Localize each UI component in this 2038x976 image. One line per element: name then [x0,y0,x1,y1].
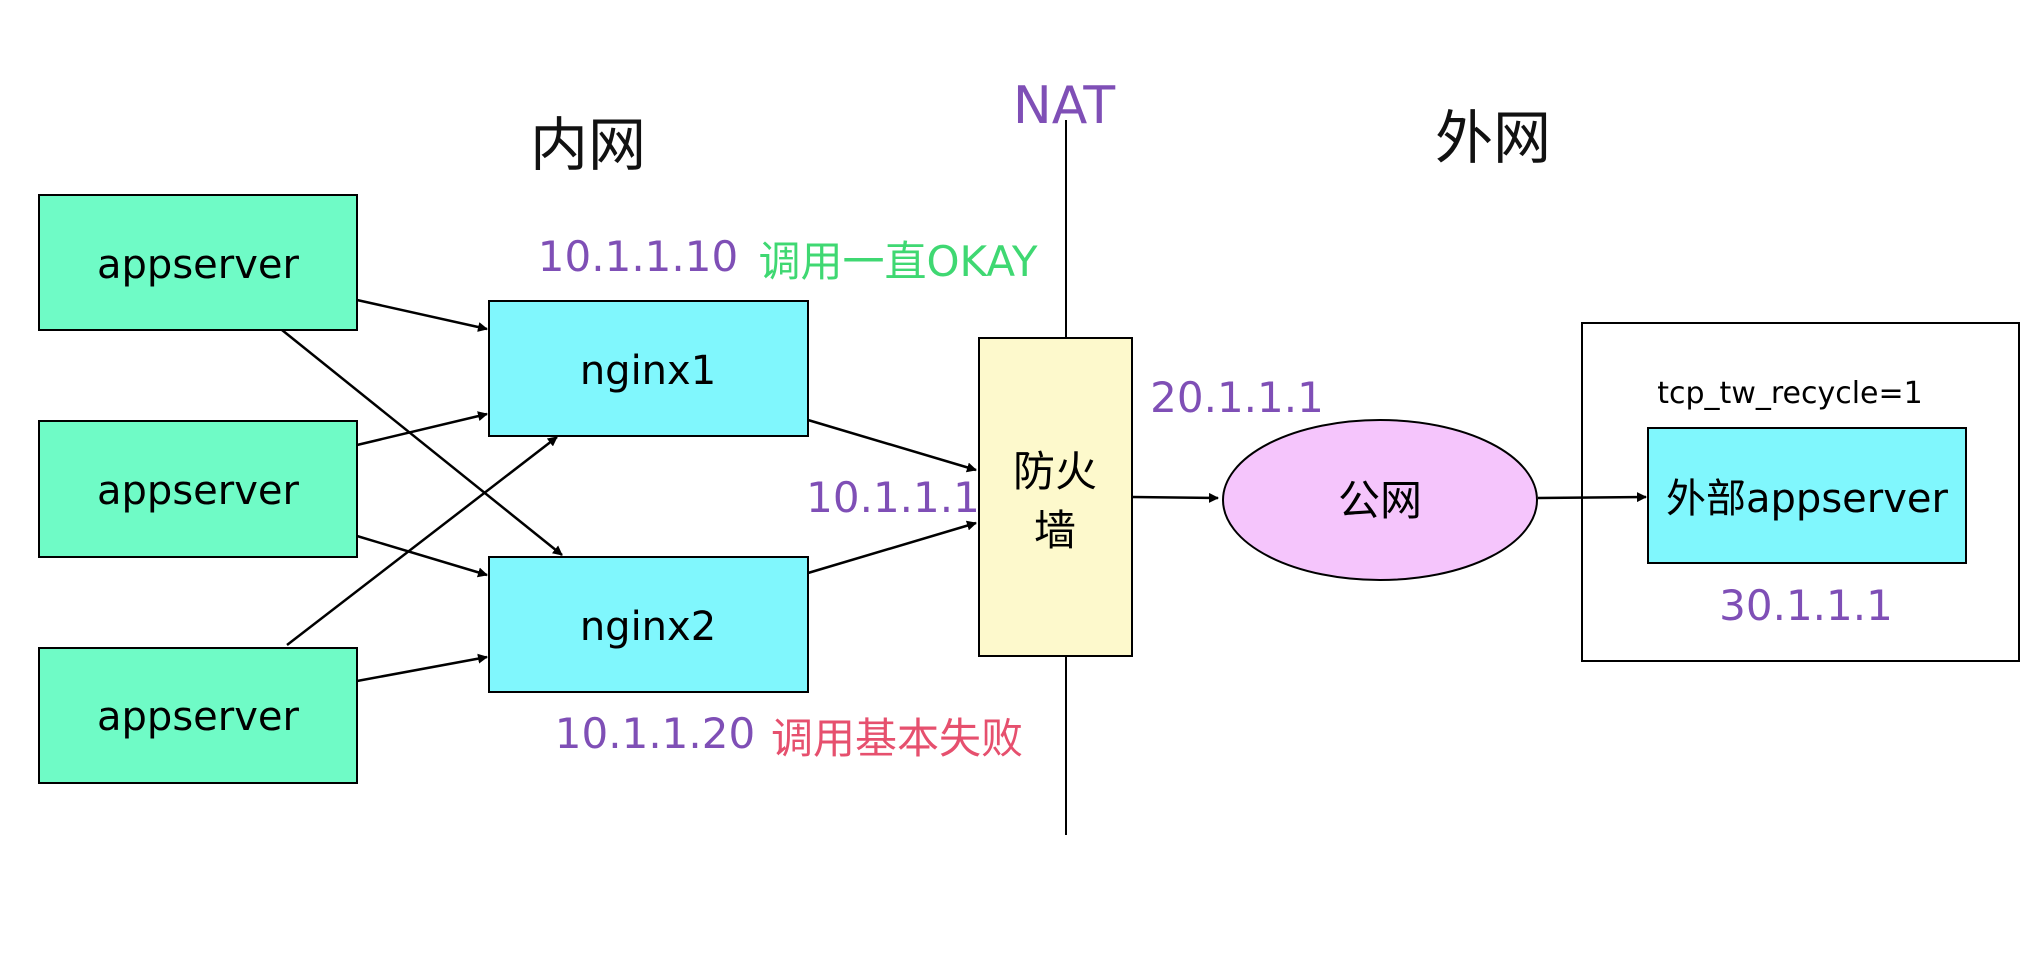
appserver-3-label: appserver [97,694,299,740]
firewall-node: 防火 墙 [978,337,1133,657]
firewall-label-line1: 防火 [1013,447,1097,496]
edge-app1-nginx1 [356,298,488,332]
external-container [1581,322,2020,662]
nginx1-status-label: 调用一直OKAY [759,237,1038,286]
appserver-node-2: appserver [38,420,358,558]
edge-firewall-public [1131,492,1219,503]
external-ip-label: 30.1.1.1 [1719,581,1893,630]
edge-app3-nginx1 [286,436,558,646]
sysctl-setting-label: tcp_tw_recycle=1 [1657,376,1923,411]
nginx1-label: nginx1 [580,348,716,394]
firewall-inner-ip-label: 10.1.1.1 [806,473,980,522]
nat-label: NAT [1013,76,1115,136]
edge-app2-nginx2 [356,534,488,578]
appserver-node-1: appserver [38,194,358,331]
edge-public-external [1537,492,1647,503]
edge-app1-nginx2 [281,329,563,556]
public-net-label: 公网 [1338,476,1422,525]
nginx2-node: nginx2 [488,556,809,693]
appserver-1-label: appserver [97,242,299,288]
external-appserver-node: 外部appserver [1647,427,1967,564]
public-net-node: 公网 [1222,419,1538,581]
edge-app3-nginx2 [356,653,488,683]
nginx2-ip-label: 10.1.1.20 [555,709,755,758]
appserver-node-3: appserver [38,647,358,784]
nginx2-status-label: 调用基本失败 [771,714,1023,763]
edge-app2-nginx1 [356,411,488,447]
appserver-2-label: appserver [97,468,299,514]
nginx1-ip-label: 10.1.1.10 [538,232,738,281]
edge-nginx1-firewall [807,418,977,473]
external-appserver-label: 外部appserver [1666,476,1948,522]
firewall-label-line2: 墙 [1034,506,1076,555]
edge-nginx2-firewall [807,520,977,575]
nginx1-node: nginx1 [488,300,809,437]
inner-net-label: 内网 [530,111,646,179]
nginx2-label: nginx2 [580,604,716,650]
firewall-outer-ip-label: 20.1.1.1 [1150,373,1324,422]
outer-net-label: 外网 [1435,104,1551,172]
